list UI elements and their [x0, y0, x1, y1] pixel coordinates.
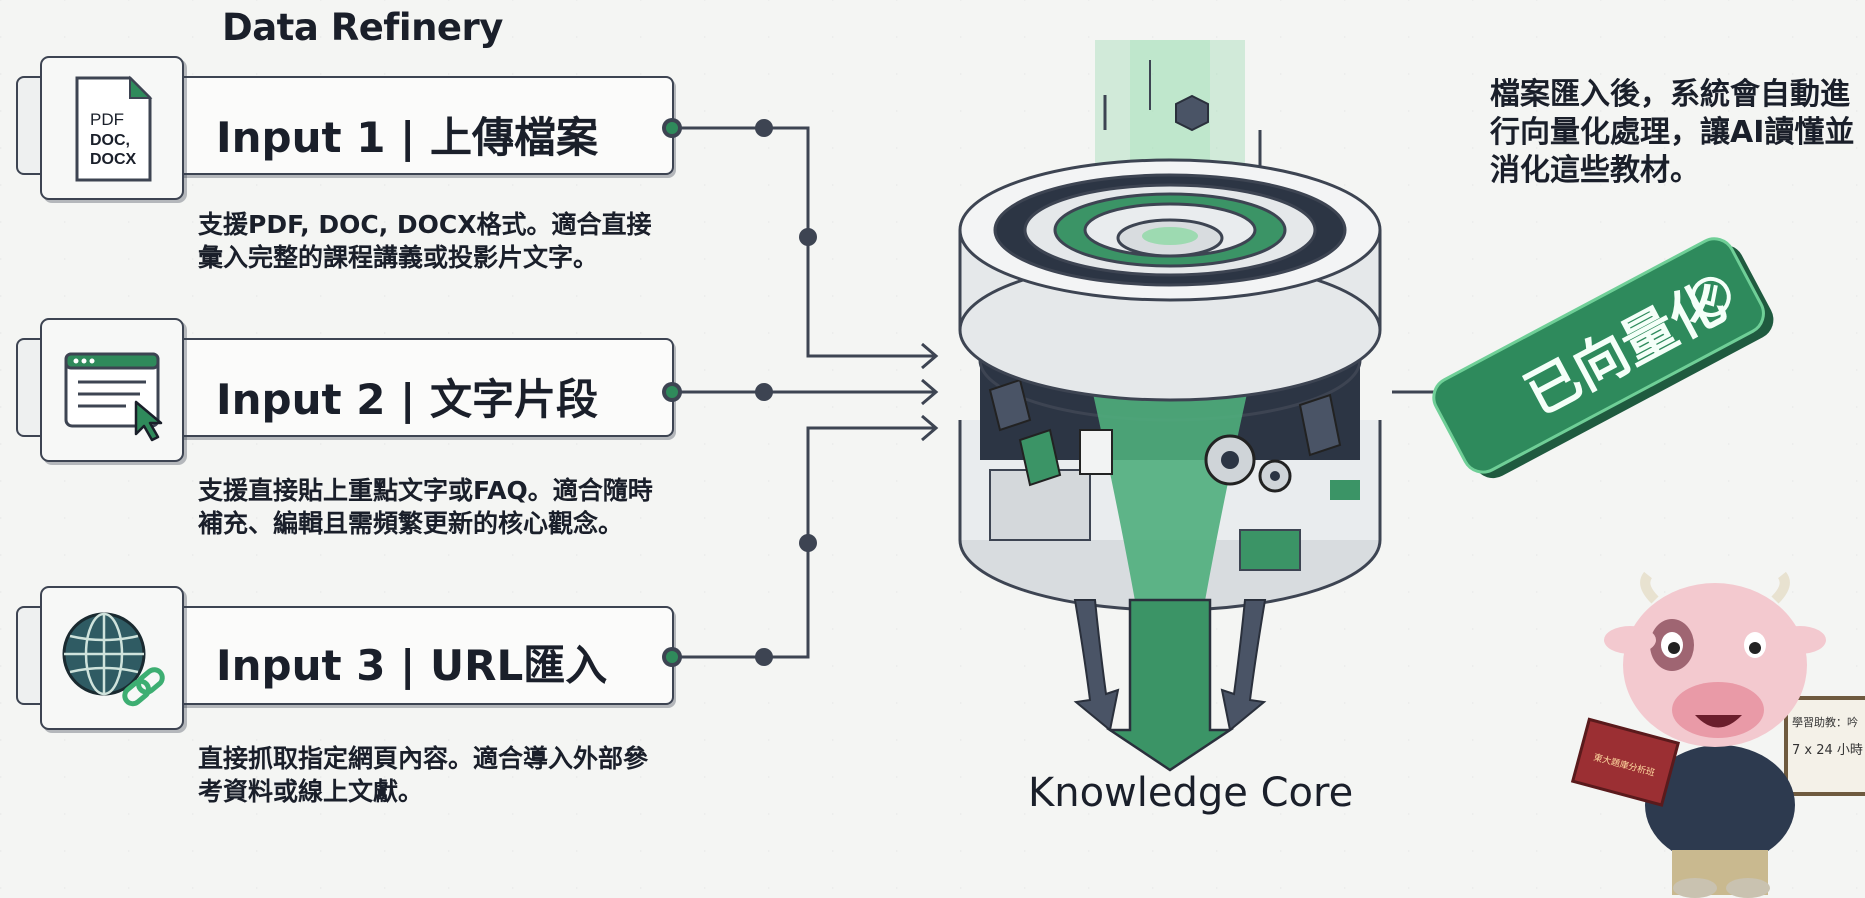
- node-3b: [755, 648, 773, 666]
- mascot-vest: [1645, 745, 1795, 865]
- input-3-label: Input 3 | URL匯入: [216, 641, 608, 690]
- output-arrow-center: [1105, 598, 1235, 772]
- page-title: Data Refinery: [222, 6, 503, 49]
- input-1-description: 支援PDF, DOC, DOCX格式。適合直接彙入完整的課程講義或投影片文字。: [198, 210, 652, 272]
- mascot-book: 東大題庫分析班: [1570, 717, 1681, 807]
- text-window-icon: [64, 352, 163, 442]
- vectorization-note: 檔案匯入後，系統會自動進行向量化處理，讓AI讀懂並消化這些教材。: [1490, 77, 1855, 188]
- input-1-label: Input 1 | 上傳檔案: [216, 113, 598, 162]
- node-1b: [755, 119, 773, 137]
- check-circle-icon: [1690, 276, 1731, 317]
- input-3-description: 直接抓取指定網頁內容。適合導入外部參考資料或線上文獻。: [198, 744, 649, 806]
- node-1a-inner: [666, 122, 678, 134]
- arrowhead-3: [921, 414, 939, 442]
- doc-line-3: DOCX: [90, 151, 137, 168]
- doc-line-1: PDF: [90, 110, 124, 129]
- board-line-1: 學習助教：吟: [1792, 715, 1858, 729]
- doc-line-2: DOC,: [90, 132, 130, 149]
- input-3-icon-box: [40, 586, 184, 730]
- mascot-cow: 學習助教：吟 7 x 24 小時 東大題庫分析班: [1570, 571, 1865, 898]
- node-2b: [755, 383, 773, 401]
- globe-link-icon: [62, 612, 165, 707]
- node-2a-inner: [666, 386, 678, 398]
- arrowhead-2: [921, 378, 939, 406]
- arrowhead-1: [921, 342, 939, 370]
- knowledge-core-label: Knowledge Core: [1028, 770, 1354, 816]
- node-1c: [799, 228, 817, 246]
- node-3c: [799, 534, 817, 552]
- mascot-whiteboard: [1784, 696, 1865, 796]
- input-2-icon-box: [40, 318, 184, 462]
- board-line-2: 7 x 24 小時: [1792, 743, 1863, 758]
- connector-nodes: [662, 118, 817, 667]
- input-2-description: 支援直接貼上重點文字或FAQ。適合隨時補充、編輯且需頻繁更新的核心觀念。: [198, 476, 653, 538]
- input-1-icon-box: PDF DOC, DOCX: [40, 56, 184, 200]
- vectorized-badge: 已向量化: [1432, 237, 1774, 479]
- node-3a-inner: [666, 651, 678, 663]
- input-2-label: Input 2 | 文字片段: [216, 375, 598, 424]
- knowledge-core-graphic: [958, 40, 1382, 772]
- floating-cube-1: [1175, 94, 1209, 132]
- document-icon: PDF DOC, DOCX: [75, 75, 153, 182]
